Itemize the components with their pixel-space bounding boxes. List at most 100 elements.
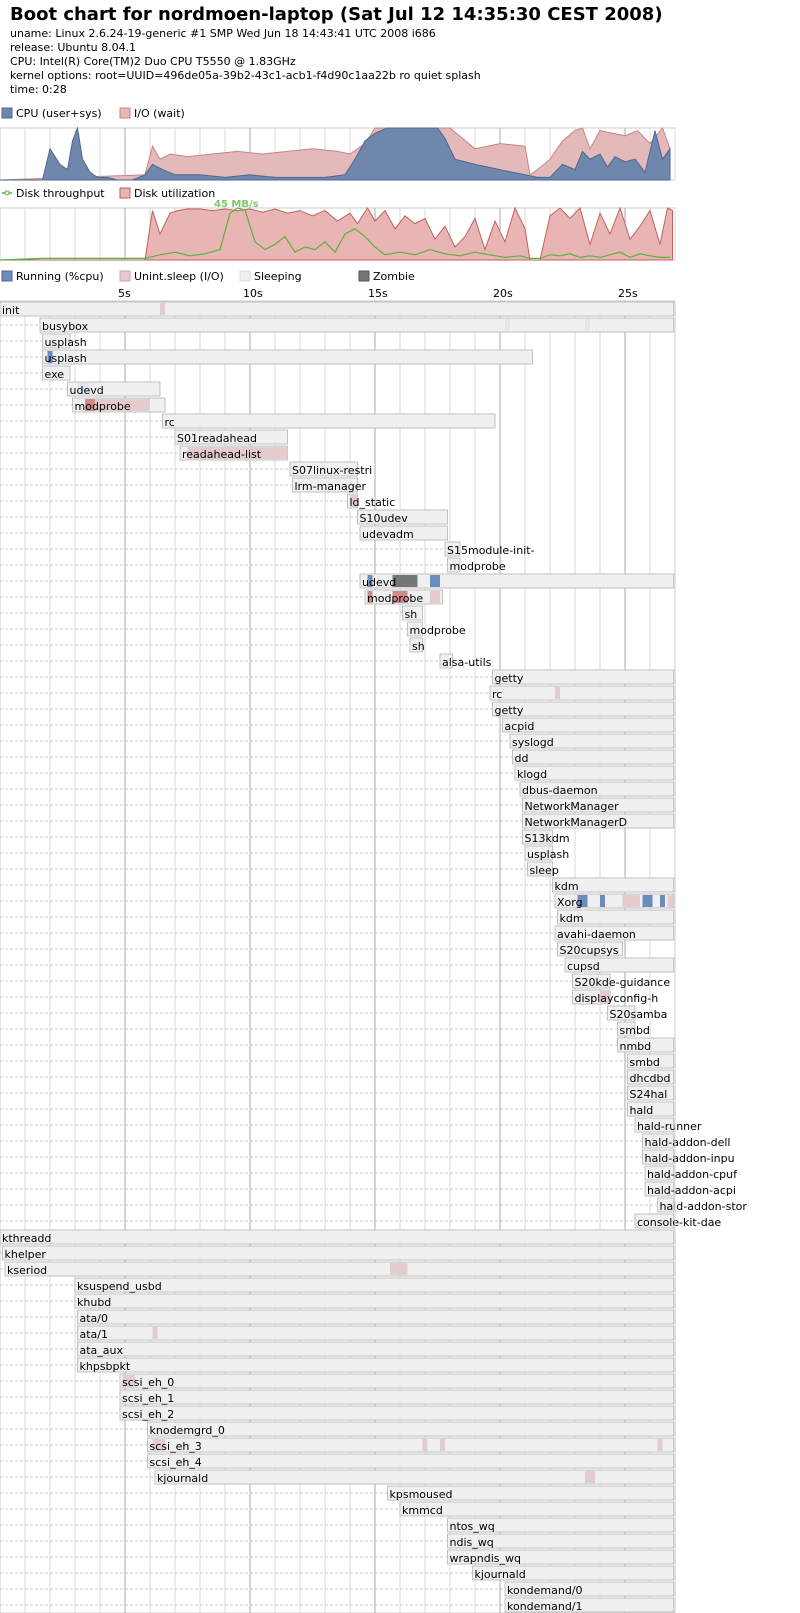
process-bar xyxy=(162,413,496,429)
process-label: S15module-init- xyxy=(447,544,535,557)
legend-throughput-dot xyxy=(4,190,10,196)
process-state-segment xyxy=(422,1439,428,1451)
meta-uname: uname: Linux 2.6.24-19-generic #1 SMP We… xyxy=(10,27,436,40)
process-label: S20samba xyxy=(610,1008,668,1021)
process-label: smbd xyxy=(620,1024,650,1037)
process-label: nmbd xyxy=(620,1040,652,1053)
process-state-segment xyxy=(350,495,358,507)
process-bar xyxy=(634,1117,675,1133)
process-label: dd xyxy=(515,752,529,765)
process-bar xyxy=(4,1261,675,1277)
process-label: ksuspend_usbd xyxy=(77,1280,162,1293)
process-state-segment xyxy=(77,383,90,395)
process-label: hald-addon-cpuf xyxy=(647,1168,738,1181)
process-state-segment xyxy=(85,399,95,411)
legend-utilization-swatch xyxy=(119,187,131,199)
meta-release: release: Ubuntu 8.04.1 xyxy=(10,41,137,54)
process-bar xyxy=(444,541,461,557)
process-bar xyxy=(0,301,675,317)
process-label: kondemand/0 xyxy=(507,1584,583,1597)
process-label: hald-addon-dell xyxy=(645,1136,731,1149)
legend-sleeping-label: Sleeping xyxy=(254,270,302,283)
process-bar xyxy=(289,461,358,477)
process-label: usplash xyxy=(45,336,87,349)
io-wait-area xyxy=(0,126,671,181)
process-bar xyxy=(74,1293,675,1309)
process-label: S24hal xyxy=(630,1088,668,1101)
process-state-segment xyxy=(367,591,373,603)
process-bar xyxy=(2,1245,675,1261)
process-label: udevd xyxy=(70,384,104,397)
process-state-segment xyxy=(95,399,150,411)
process-label: exe xyxy=(45,368,65,381)
process-label: kjournald xyxy=(475,1568,526,1581)
process-label: sh xyxy=(405,608,418,621)
process-label: sleep xyxy=(530,864,559,877)
process-state-segment xyxy=(392,575,418,587)
process-bar xyxy=(74,1277,675,1293)
process-bar xyxy=(399,1501,675,1517)
process-state-segment xyxy=(667,895,674,907)
legend-zombie-swatch xyxy=(358,270,370,282)
process-label: scsi_eh_3 xyxy=(150,1440,202,1453)
process-label: dhcdbd xyxy=(630,1072,671,1085)
time-tick-label: 5s xyxy=(118,287,131,300)
process-state-segment xyxy=(47,351,53,363)
process-bar xyxy=(147,1453,675,1469)
process-bar xyxy=(147,1437,675,1453)
legend-running-label: Running (%cpu) xyxy=(16,270,104,283)
process-label: scsi_eh_0 xyxy=(122,1376,174,1389)
process-bar xyxy=(409,637,423,653)
process-bar xyxy=(119,1373,675,1389)
process-label: displayconfig-h xyxy=(575,992,659,1005)
process-label: syslogd xyxy=(512,736,554,749)
process-label: wrapndis_wq xyxy=(450,1552,521,1565)
process-label: Xorg xyxy=(557,896,583,909)
process-state-segment xyxy=(657,1439,663,1451)
process-label: udevadm xyxy=(362,528,414,541)
process-bar xyxy=(564,957,675,973)
process-label: modprobe xyxy=(410,624,466,637)
cpu-usage-area xyxy=(0,126,671,181)
process-bar xyxy=(504,1581,675,1597)
process-label: usplash xyxy=(45,352,87,365)
process-label: getty xyxy=(495,704,524,717)
process-label: rc xyxy=(492,688,502,701)
process-state-segment xyxy=(430,591,440,603)
legend-throughput-label: Disk throughput xyxy=(16,187,105,200)
legend-zombie-label: Zombie xyxy=(373,270,415,283)
process-label: S01readahead xyxy=(177,432,257,445)
process-label: alsa-utils xyxy=(442,656,492,669)
process-label: kdm xyxy=(555,880,579,893)
page-title: Boot chart for nordmoen-laptop (Sat Jul … xyxy=(10,4,663,25)
process-bar xyxy=(39,317,675,333)
process-bar xyxy=(644,1181,675,1197)
legend-uninterruptible-swatch xyxy=(119,270,131,282)
process-label: S07linux-restri xyxy=(292,464,372,477)
process-label: scsi_eh_2 xyxy=(122,1408,174,1421)
process-label: klogd xyxy=(517,768,547,781)
process-label: modprobe xyxy=(450,560,506,573)
throughput-peak-label: 45 MB/s xyxy=(214,199,259,210)
process-label: dbus-daemon xyxy=(522,784,598,797)
process-label: lrm-manager xyxy=(295,480,367,493)
process-label: ndis_wq xyxy=(450,1536,494,1549)
process-bar xyxy=(512,749,675,765)
process-bar xyxy=(77,1309,675,1325)
process-label: readahead-list xyxy=(182,448,262,461)
process-bar xyxy=(519,781,675,797)
process-label: S13kdm xyxy=(525,832,570,845)
process-label: udevd xyxy=(362,576,396,589)
process-bar xyxy=(77,1341,675,1357)
legend-cpu-swatch xyxy=(1,107,13,119)
process-state-segment xyxy=(152,1439,165,1451)
time-tick-label: 15s xyxy=(368,287,388,300)
legend-io-swatch xyxy=(119,107,131,119)
process-bar xyxy=(439,653,453,669)
process-state-segment xyxy=(600,895,605,907)
process-label: busybox xyxy=(42,320,89,333)
process-state-segment xyxy=(430,575,440,587)
process-label: init xyxy=(2,304,20,317)
process-bar xyxy=(489,685,675,701)
time-tick-label: 20s xyxy=(493,287,513,300)
